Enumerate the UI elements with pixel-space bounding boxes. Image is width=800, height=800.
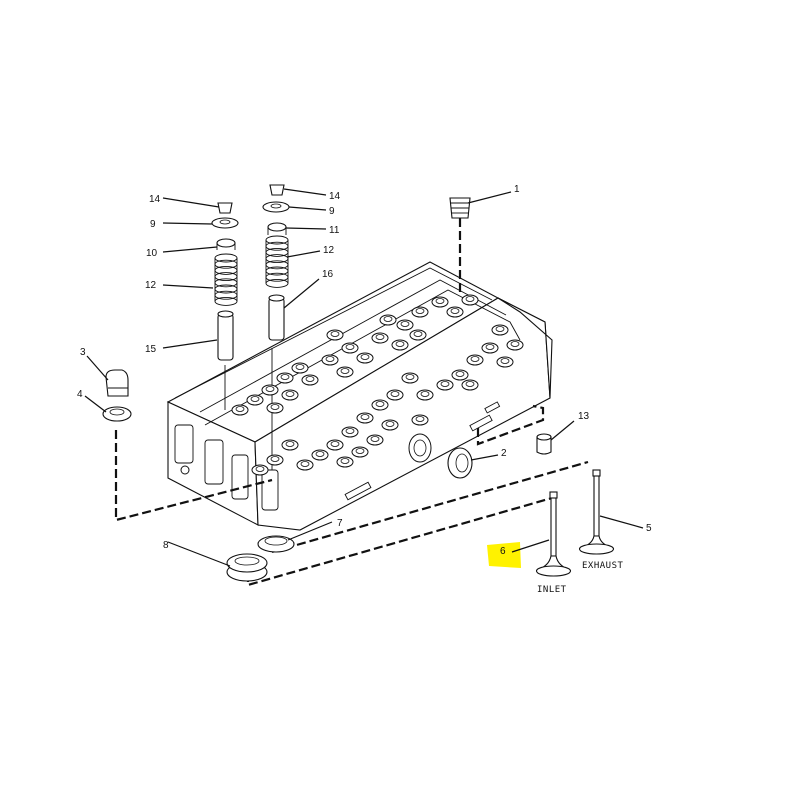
part-5-exhaust-valve xyxy=(578,469,615,555)
label-14-left: 14 xyxy=(149,194,161,205)
label-12-right: 12 xyxy=(323,245,335,256)
valve-guide-bosses xyxy=(231,294,524,476)
label-7: 7 xyxy=(337,518,343,529)
label-2: 2 xyxy=(501,448,507,459)
cylinder-head xyxy=(166,261,553,531)
label-5: 5 xyxy=(646,523,652,534)
label-8: 8 xyxy=(163,540,169,551)
label-6: 6 xyxy=(500,546,506,557)
label-16: 16 xyxy=(322,269,334,280)
right-valve-stack xyxy=(262,184,290,341)
part-4-washer xyxy=(102,406,132,422)
part-number-labels: 1 2 3 4 5 6 7 8 9 9 10 11 12 12 13 14 14… xyxy=(77,184,652,557)
part-13-dowel xyxy=(536,433,552,455)
label-15: 15 xyxy=(145,344,157,355)
caption-exhaust: EXHAUST xyxy=(582,561,624,571)
valve-captions: INLET EXHAUST xyxy=(537,561,624,595)
label-4: 4 xyxy=(77,389,83,400)
label-9-right: 9 xyxy=(329,206,335,217)
part-7-valve-seal xyxy=(257,535,295,553)
label-10: 10 xyxy=(146,248,158,259)
label-12-left: 12 xyxy=(145,280,157,291)
part-8-seat-insert xyxy=(226,553,268,582)
leader-lines xyxy=(84,188,644,567)
part-1-plug xyxy=(449,197,471,219)
left-valve-stack xyxy=(211,202,239,361)
label-9-left: 9 xyxy=(150,219,156,230)
caption-inlet: INLET xyxy=(537,585,567,595)
label-3: 3 xyxy=(80,347,86,358)
part-6-inlet-valve xyxy=(535,491,572,577)
label-1: 1 xyxy=(514,184,520,195)
label-13: 13 xyxy=(578,411,590,422)
label-11: 11 xyxy=(329,225,340,236)
part-3-plug xyxy=(105,369,129,397)
highlight-marker xyxy=(487,542,521,568)
part-2-seal xyxy=(447,447,473,479)
label-14-right: 14 xyxy=(329,191,341,202)
